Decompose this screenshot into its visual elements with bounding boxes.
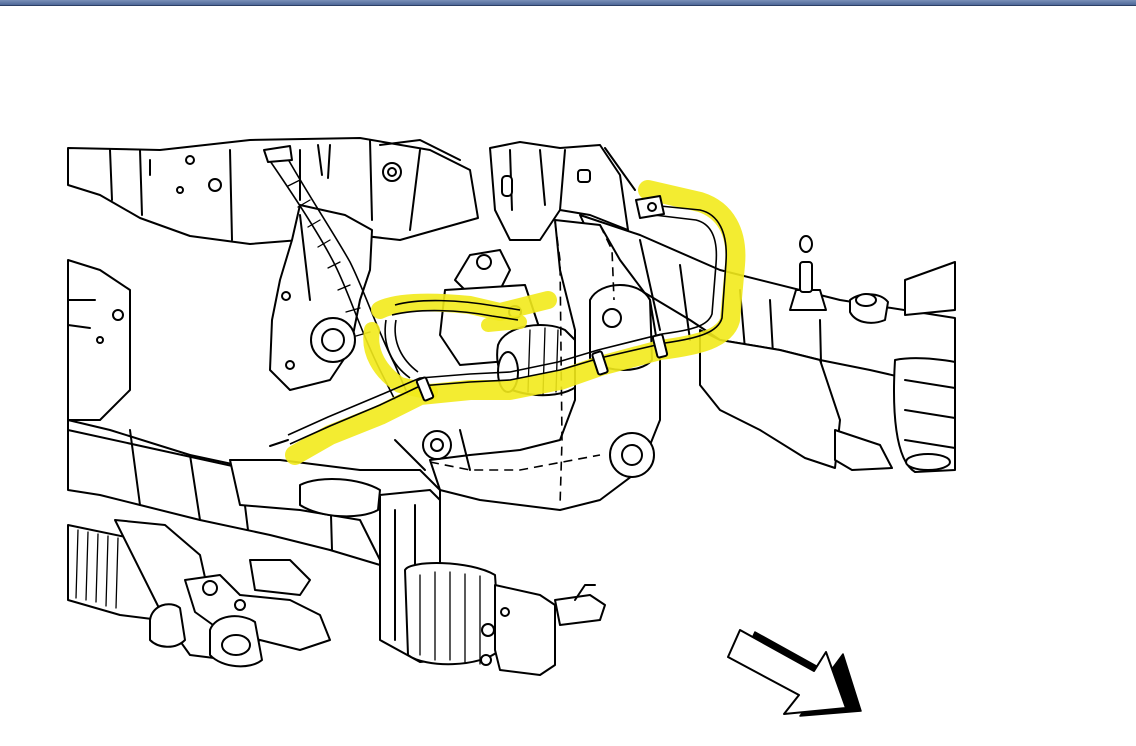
highlighted-hose-lines [285, 180, 746, 465]
right-frame-rail [579, 214, 956, 473]
electric-pump [404, 562, 606, 676]
engine-block [67, 137, 479, 245]
title-bar [0, 0, 1136, 6]
steering-gear [67, 519, 331, 668]
ball-joints [789, 235, 889, 324]
upper-bracket [489, 141, 636, 241]
chassis-line-diagram [67, 137, 956, 717]
pressure-hose-outline [269, 195, 728, 447]
highlight-line-upper-left [371, 291, 557, 321]
highlight-line-right [285, 180, 746, 465]
highlight-line-loop [363, 322, 438, 400]
highlight-line-mid [481, 315, 527, 332]
left-engine-mount [269, 204, 373, 391]
direction-arrow-icon [727, 629, 862, 717]
